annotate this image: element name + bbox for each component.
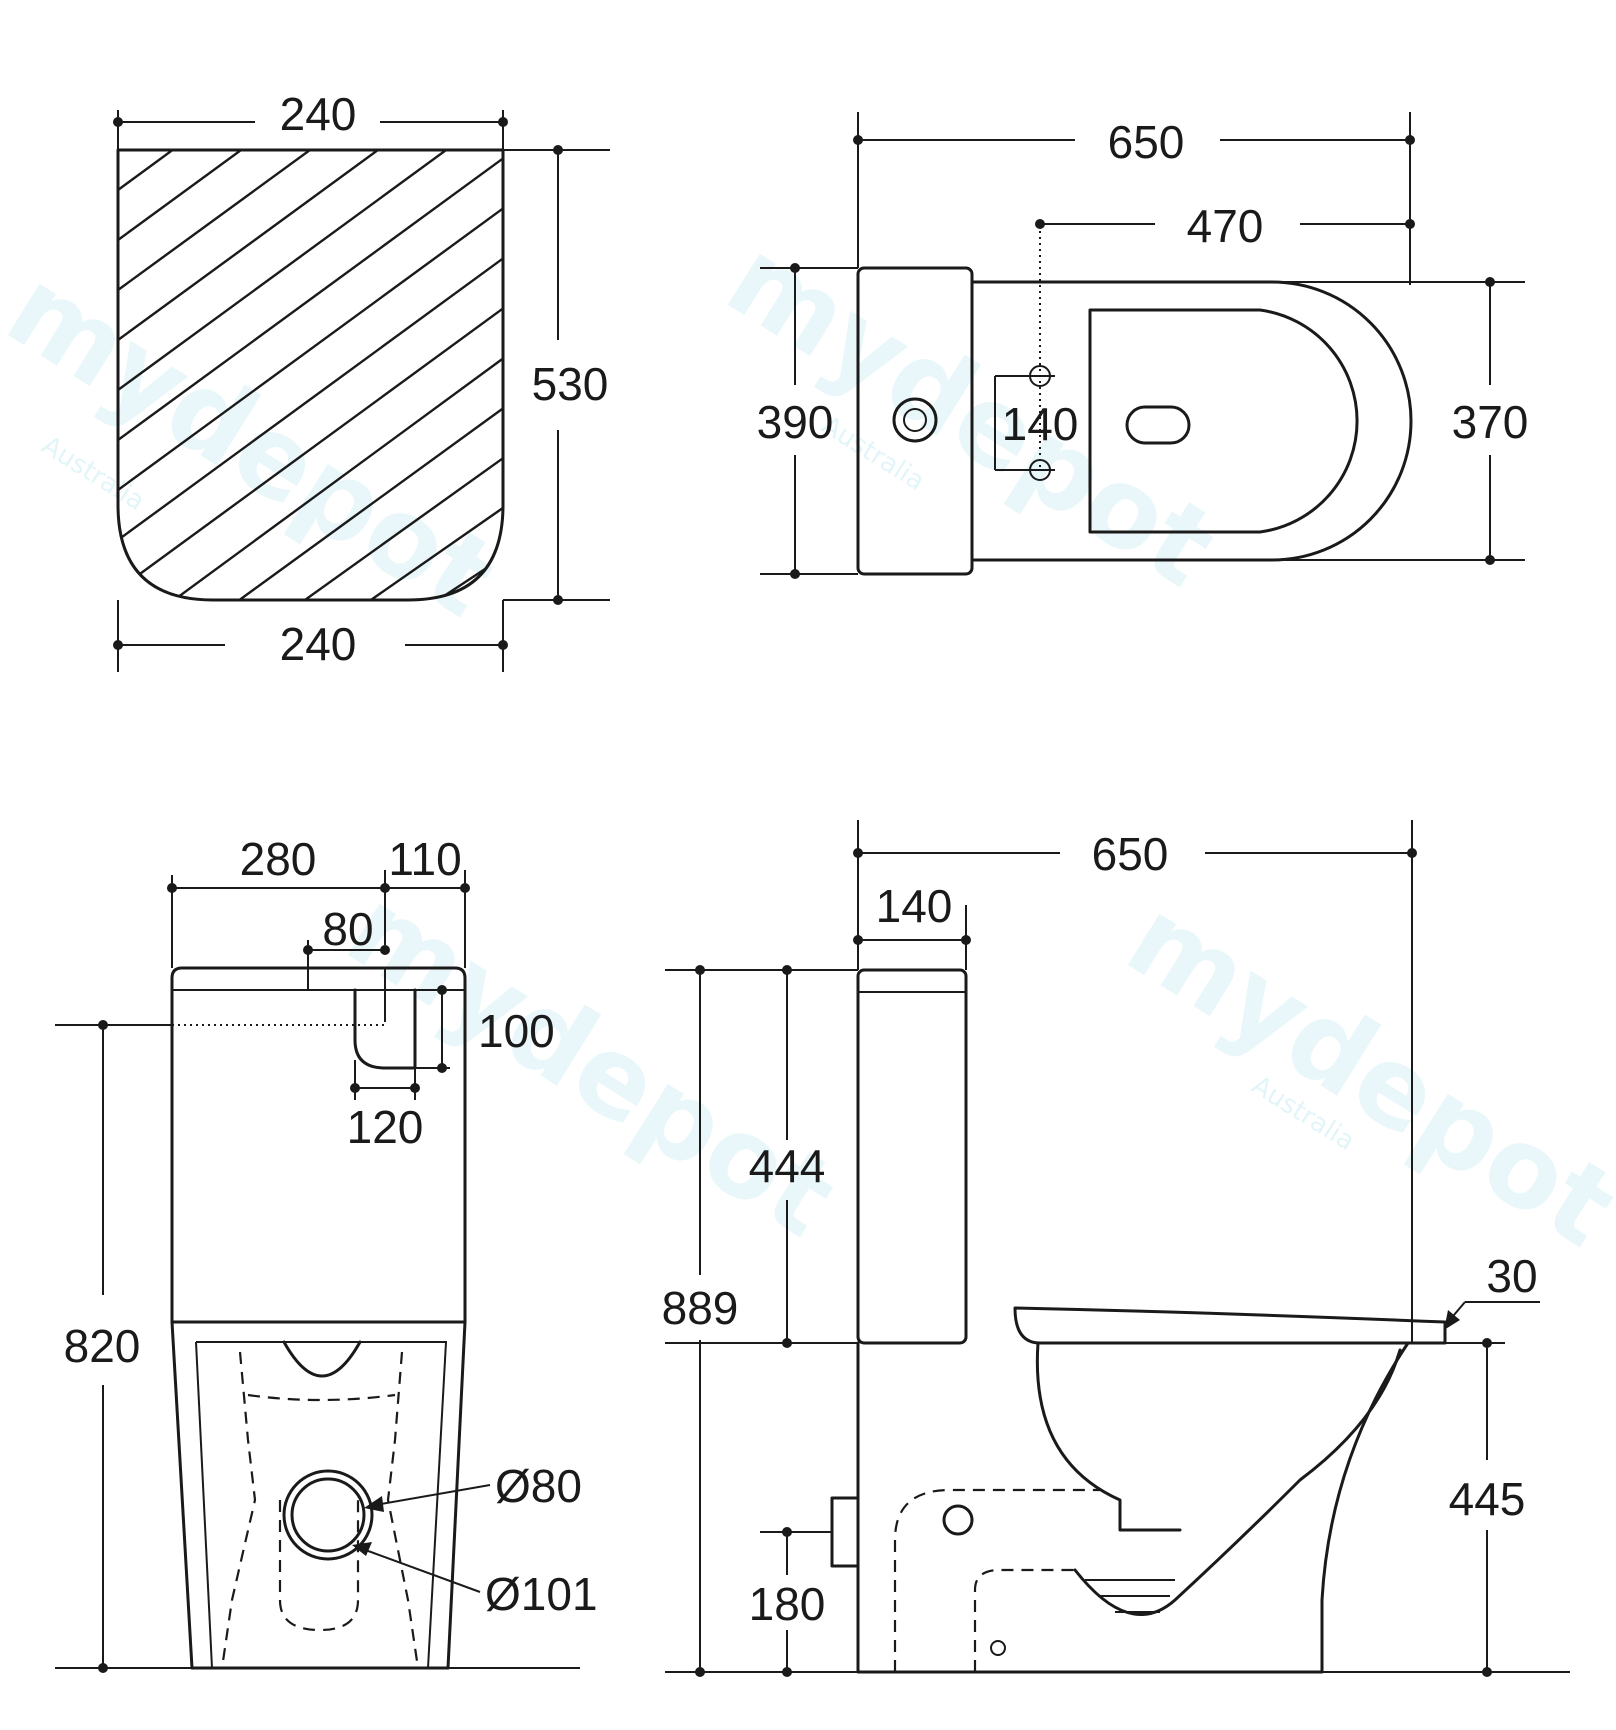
- dim-plan-tank-depth: 390: [757, 396, 834, 448]
- dim-inlet-height: 180: [749, 1578, 826, 1630]
- tank-outline: [116, 148, 505, 602]
- outlet-inner: [290, 1477, 366, 1553]
- watermark-brand: mydepot: [326, 863, 857, 1261]
- side-bowl: [856, 1341, 1410, 1674]
- plan-flush-hole: [1125, 405, 1191, 445]
- watermark-brand: mydepot: [1106, 873, 1616, 1271]
- tank-top-view: 240 240 530: [113, 88, 610, 672]
- plan-bowl: [970, 280, 1413, 562]
- side-seat: [1013, 1306, 1447, 1345]
- dim-tank-bottom-width: 240: [280, 618, 357, 670]
- plan-view: 140 650 470 390 370: [757, 112, 1529, 579]
- dim-button-offset: 80: [322, 903, 373, 955]
- dim-side-tank-height: 444: [749, 1140, 826, 1192]
- dim-front-tank-left: 280: [240, 833, 317, 885]
- front-pedestal: [170, 1320, 467, 1670]
- dim-outlet-inner: Ø80: [495, 1460, 582, 1512]
- dim-button-height: 100: [478, 1005, 555, 1057]
- dim-tank-top-width: 240: [280, 88, 357, 140]
- dim-seat-overhang: 30: [1486, 1250, 1537, 1302]
- dim-front-height: 820: [64, 1320, 141, 1372]
- dim-bowl-width: 370: [1452, 396, 1529, 448]
- dim-bolt-spacing: 140: [1002, 398, 1079, 450]
- outlet-outer: [282, 1469, 374, 1561]
- dim-hole-to-front: 470: [1187, 200, 1264, 252]
- dim-side-tank-depth: 140: [876, 880, 953, 932]
- dim-side-total-height: 889: [662, 1282, 739, 1334]
- side-tank: [856, 968, 968, 1345]
- dim-plan-overall: 650: [1108, 116, 1185, 168]
- plan-tank: [856, 266, 974, 576]
- dim-outlet-outer: Ø101: [485, 1568, 598, 1620]
- dim-seat-height: 445: [1449, 1473, 1526, 1525]
- dim-tank-depth: 530: [532, 358, 609, 410]
- side-inlet: [830, 1496, 860, 1568]
- watermarks: mydepot Australia mydepot Australia myde…: [0, 213, 1616, 1271]
- front-view: 280 110 80 100 120 820 Ø80: [55, 833, 598, 1673]
- plan-seat-opening: [1088, 308, 1359, 534]
- side-view: 650 140 444 889 30 445: [662, 820, 1570, 1677]
- dim-side-overall: 650: [1092, 828, 1169, 880]
- dim-button-width: 120: [347, 1101, 424, 1153]
- dim-front-tank-right: 110: [388, 833, 461, 885]
- plan-button: [892, 397, 938, 443]
- front-tank: [170, 966, 467, 1324]
